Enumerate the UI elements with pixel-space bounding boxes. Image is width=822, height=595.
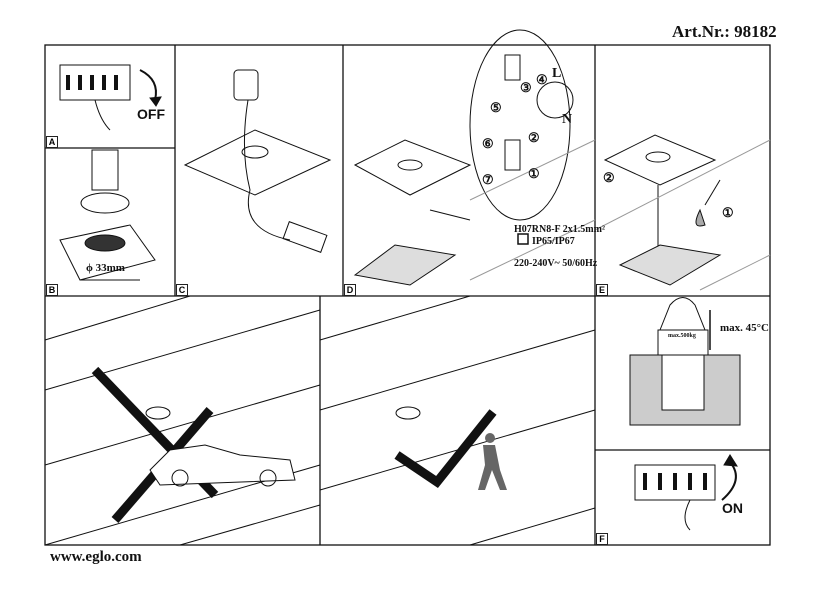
breaker-off-illustration	[59, 64, 162, 131]
e-step-2: ②	[603, 170, 615, 185]
car-icon	[149, 444, 296, 486]
cable-through-hole-illustration	[183, 69, 332, 253]
max-load: max.500kg	[668, 333, 696, 339]
max-temperature: max. 45°C	[720, 322, 770, 334]
e-step-1: ①	[722, 205, 734, 220]
panel-label-d: D	[344, 284, 356, 296]
breaker-on-illustration	[634, 454, 738, 531]
step-2: ②	[528, 130, 540, 145]
panel-label-b: B	[46, 284, 58, 296]
step-3: ③	[520, 80, 532, 95]
step-4: ④	[536, 72, 548, 87]
step-1: ①	[528, 166, 540, 181]
wire-l-label: L	[552, 66, 562, 81]
step-6: ⑥	[482, 136, 494, 151]
panel-label-e: E	[596, 284, 608, 296]
hole-drilling-illustration	[59, 149, 156, 281]
outer-frame	[44, 44, 771, 546]
panel-label-a: A	[46, 136, 58, 148]
step-7: ⑦	[482, 172, 494, 187]
on-label: ON	[722, 500, 743, 516]
website: www.eglo.com	[50, 549, 142, 565]
installation-illustration	[594, 134, 771, 291]
panel-label-c: C	[176, 284, 188, 296]
article-number: Art.Nr.: 98182	[672, 22, 777, 41]
wiring-illustration	[353, 29, 596, 286]
wire-n-label: N	[562, 112, 573, 127]
allowed-check-icon	[394, 409, 497, 489]
ground-light	[395, 406, 421, 420]
diameter-label: ϕ 33mm	[86, 262, 125, 274]
pedestrian-icon	[478, 433, 507, 490]
ground-light	[145, 406, 171, 420]
protection-rating: IP65/IP67	[532, 236, 575, 247]
off-label: OFF	[137, 106, 165, 122]
double-insulation-icon	[517, 233, 529, 245]
load-temperature-illustration	[629, 297, 741, 426]
cable-spec: H07RN8-F 2x1.5mm²	[514, 224, 605, 235]
panel-label-f: F	[596, 533, 608, 545]
step-5: ⑤	[490, 100, 502, 115]
voltage-spec: 220-240V~ 50/60Hz	[514, 258, 598, 269]
